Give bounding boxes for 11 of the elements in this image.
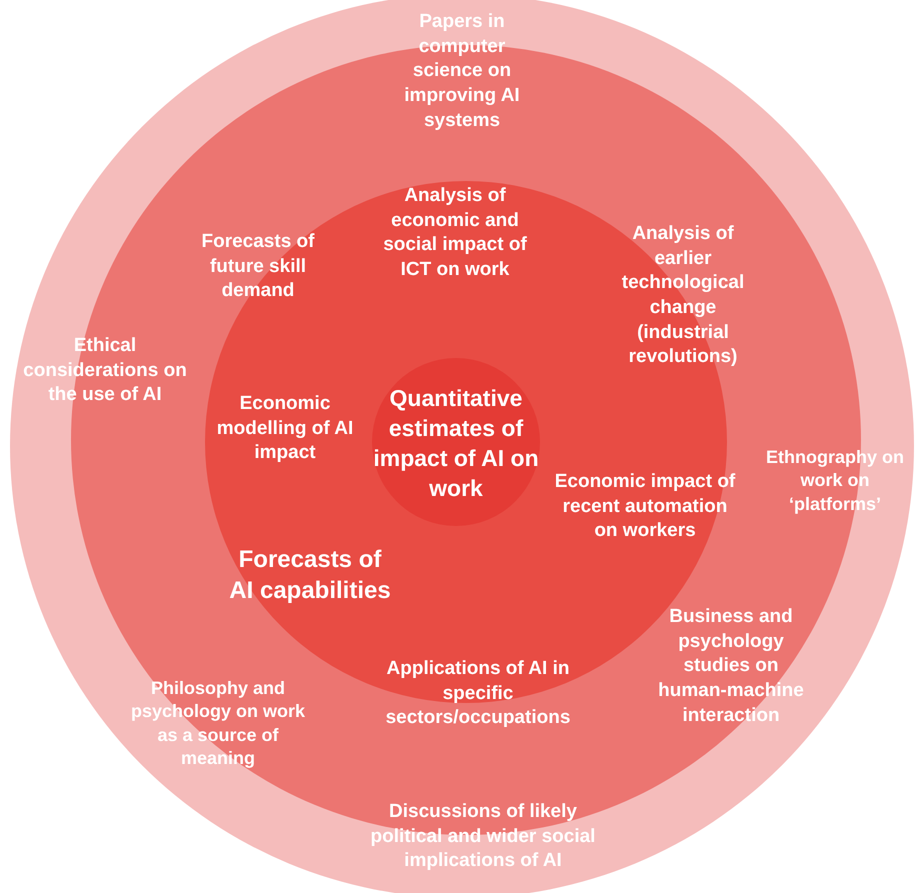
topic-label: Forecasts of AI capabilities — [228, 545, 392, 606]
center-label: Quantitative estimates of impact of AI on work — [372, 384, 540, 503]
topic-label: Ethnography on work on ‘platforms’ — [765, 446, 905, 516]
topic-label: Analysis of earlier technological change (industrial revolutions) — [620, 222, 746, 370]
topic-label: Analysis of economic and social impact of ICT on work — [382, 184, 528, 282]
topic-label: Business and psychology studies on human-machine interaction — [657, 605, 805, 728]
topic-label: Forecasts of future skill demand — [200, 230, 316, 304]
topic-label: Applications of AI in specific sectors/occupations — [384, 657, 572, 730]
topic-label: Economic modelling of AI impact — [216, 392, 354, 466]
topic-label: Papers in computer science on improving AI systems — [403, 10, 521, 133]
topic-label: Economic impact of recent automation on workers — [554, 470, 736, 544]
